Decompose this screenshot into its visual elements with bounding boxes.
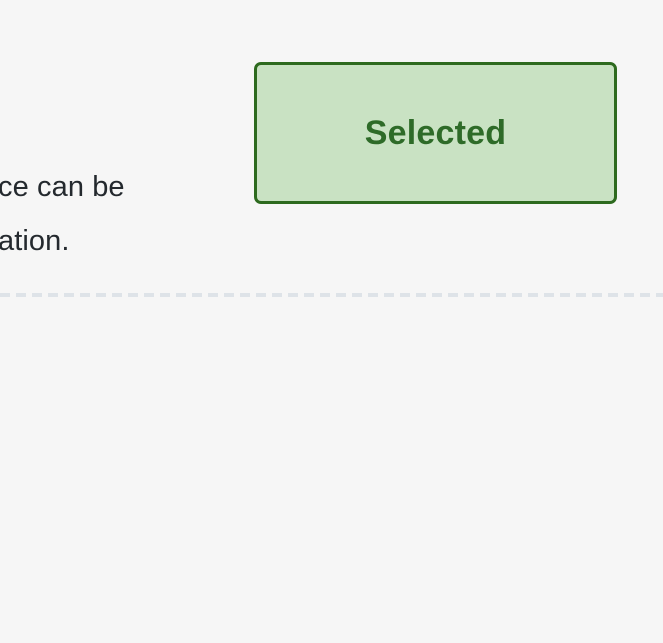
option-row-selected: ce can be ation. Selected [0, 0, 663, 295]
selected-button[interactable]: Selected [254, 62, 617, 204]
dashed-divider [0, 293, 663, 297]
description-line: ce can be [0, 171, 125, 203]
description-line: ation. [0, 225, 70, 257]
option-description-top: ce can be ation. [0, 160, 125, 268]
option-row-unselected: ession 2 Big Idea of alues) and Select [0, 298, 663, 643]
